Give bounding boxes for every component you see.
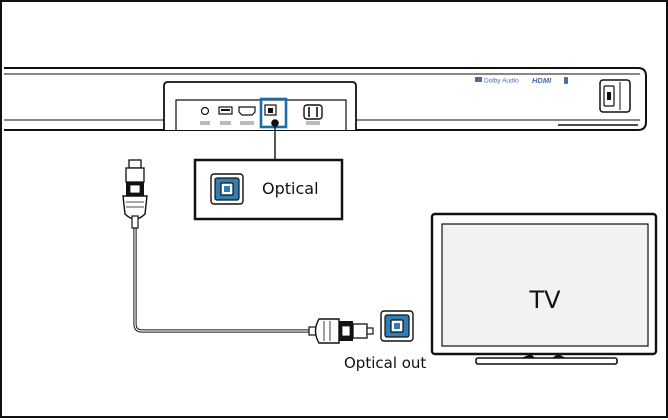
tv-screen bbox=[441, 223, 649, 347]
optical-cable bbox=[122, 159, 374, 344]
cable-plug-top bbox=[122, 159, 148, 229]
tv-optical-port-icon bbox=[380, 310, 414, 342]
hdmi-badge: HDMI bbox=[532, 76, 568, 85]
dolby-audio-badge: Dolby Audio bbox=[475, 77, 519, 85]
connector-bay bbox=[163, 81, 357, 160]
optical-port-callout-icon bbox=[210, 173, 244, 205]
dc-port-icon bbox=[200, 106, 210, 116]
optical-port-highlight bbox=[259, 97, 288, 129]
tv-stand bbox=[475, 357, 618, 365]
optical-out-label: Optical out bbox=[344, 354, 426, 372]
cable-plug-bottom bbox=[308, 318, 374, 344]
tv-label: TV bbox=[528, 286, 561, 314]
tv: TV bbox=[430, 212, 658, 365]
soundbar-side-button bbox=[599, 79, 631, 113]
dolby-audio-text: Dolby Audio bbox=[484, 78, 519, 85]
switch-port-icon bbox=[303, 104, 323, 120]
soundbar: Dolby Audio HDMI bbox=[4, 67, 647, 160]
optical-callout: Optical bbox=[193, 158, 344, 221]
optical-callout-label: Optical bbox=[262, 179, 319, 198]
hdmi-text: HDMI bbox=[532, 76, 552, 85]
hdmi-port-icon bbox=[238, 106, 256, 116]
